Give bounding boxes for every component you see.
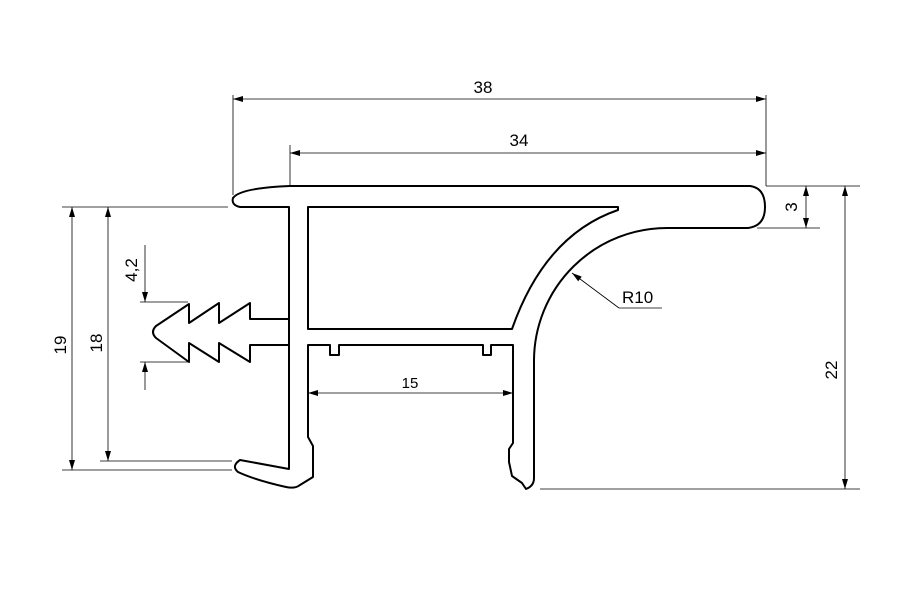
profile-wall-and-teeth: [152, 207, 290, 469]
dimension-15: 15: [308, 375, 513, 396]
dimension-22: 22: [540, 186, 860, 490]
dimension-18: 18: [87, 207, 232, 462]
dimension-r10: R10: [571, 272, 662, 309]
dimension-19: 19: [51, 206, 232, 471]
dimension-4-2: 4,2: [122, 245, 188, 390]
dimension-3: 3: [757, 185, 860, 229]
dim-label-34: 34: [510, 131, 529, 150]
inner-cavity: [307, 206, 619, 330]
profile-outline: [231, 185, 766, 490]
dim-label-18: 18: [87, 334, 106, 353]
dim-label-r10: R10: [622, 288, 653, 307]
dim-label-4-2: 4,2: [122, 258, 141, 282]
dimension-38: 38: [232, 78, 767, 195]
dimension-34: 34: [289, 131, 766, 186]
dim-label-15: 15: [402, 375, 419, 392]
dim-label-19: 19: [51, 336, 70, 355]
dim-label-3: 3: [782, 202, 801, 211]
dim-label-38: 38: [474, 78, 493, 97]
dim-label-22: 22: [822, 361, 841, 380]
